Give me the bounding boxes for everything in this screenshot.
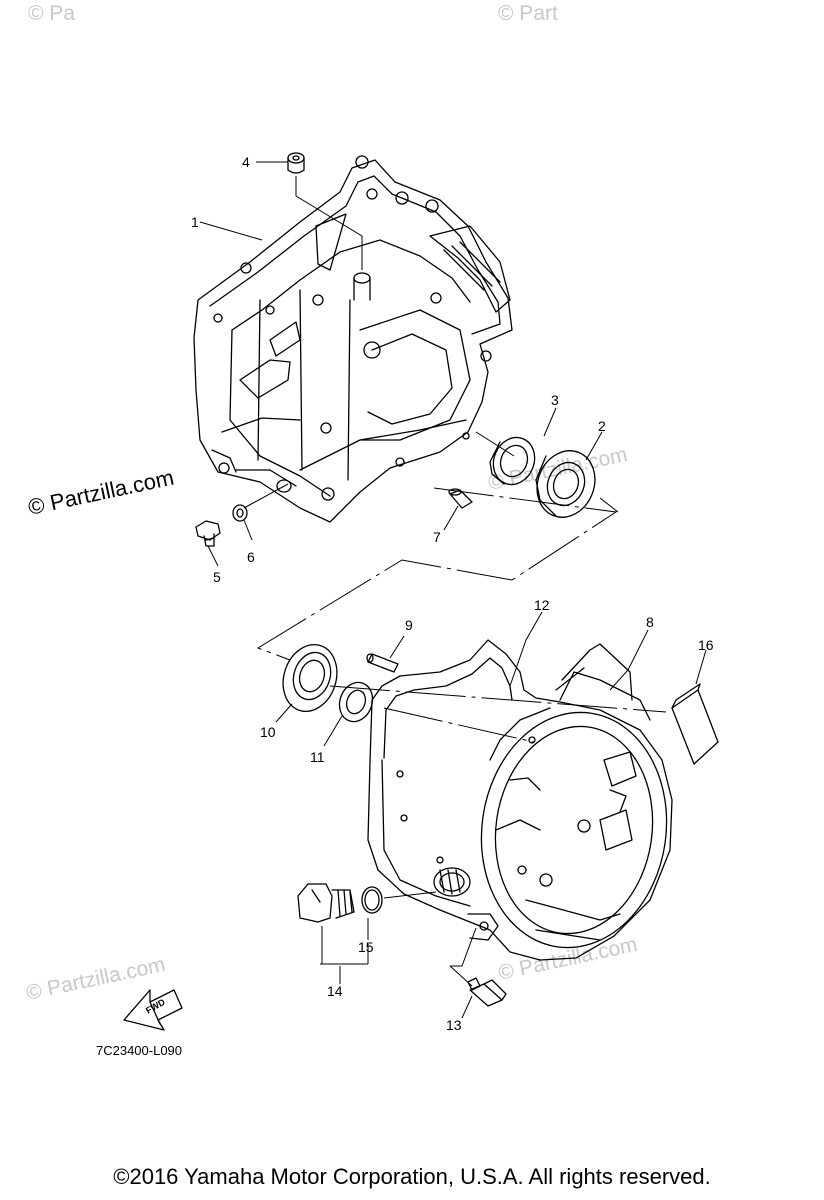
bearing-part-2 <box>535 450 596 518</box>
part-label-15: 15 <box>358 939 374 955</box>
fwd-arrow-icon <box>123 989 183 1031</box>
leader-lines <box>199 161 707 1019</box>
collar-part-4 <box>287 152 305 174</box>
part-label-13: 13 <box>446 1017 462 1033</box>
part-label-11: 11 <box>310 749 325 765</box>
part-label-12: 12 <box>534 597 550 613</box>
crankcase-drawing <box>193 155 513 523</box>
bolt-part-5 <box>195 520 221 547</box>
watermark-main: © Partzilla.com <box>26 465 176 520</box>
bearing-housing-drawing <box>367 639 673 961</box>
damper-part-16 <box>671 683 719 765</box>
oil-seal-part-3 <box>489 436 536 486</box>
part-label-2: 2 <box>598 418 606 434</box>
copyright-notice: ©2016 Yamaha Motor Corporation, U.S.A. A… <box>113 1164 711 1189</box>
part-label-6: 6 <box>247 549 255 565</box>
bolt-part-13 <box>467 977 507 1007</box>
oil-seal-part-11 <box>338 681 374 723</box>
part-label-14: 14 <box>327 983 343 999</box>
o-ring-part-15 <box>361 886 383 914</box>
watermark-middle-right: © Partzilla.com <box>486 443 629 495</box>
part-labels: 1 2 3 4 5 6 7 8 9 10 11 12 13 14 15 16 <box>191 154 714 1033</box>
bearing-part-10 <box>282 644 338 712</box>
watermark-corner-left: © Pa <box>28 2 75 25</box>
washer-part-6 <box>232 504 248 522</box>
diagram-code: 7C23400-L090 <box>96 1043 182 1058</box>
part-label-5: 5 <box>213 569 221 585</box>
part-label-9: 9 <box>405 617 413 633</box>
part-label-7: 7 <box>433 529 441 545</box>
part-label-3: 3 <box>551 392 559 408</box>
watermark-corner-right: © Part <box>498 2 558 25</box>
part-label-1: 1 <box>191 214 199 230</box>
plug-part-14 <box>297 883 355 923</box>
watermark-lower-left: © Partzilla.com <box>24 953 167 1005</box>
part-label-8: 8 <box>646 614 654 630</box>
assembly-lines <box>256 431 667 743</box>
part-label-16: 16 <box>698 637 714 653</box>
part-label-4: 4 <box>242 154 250 170</box>
part-label-10: 10 <box>260 724 276 740</box>
dowel-pin-part-9 <box>366 653 399 673</box>
